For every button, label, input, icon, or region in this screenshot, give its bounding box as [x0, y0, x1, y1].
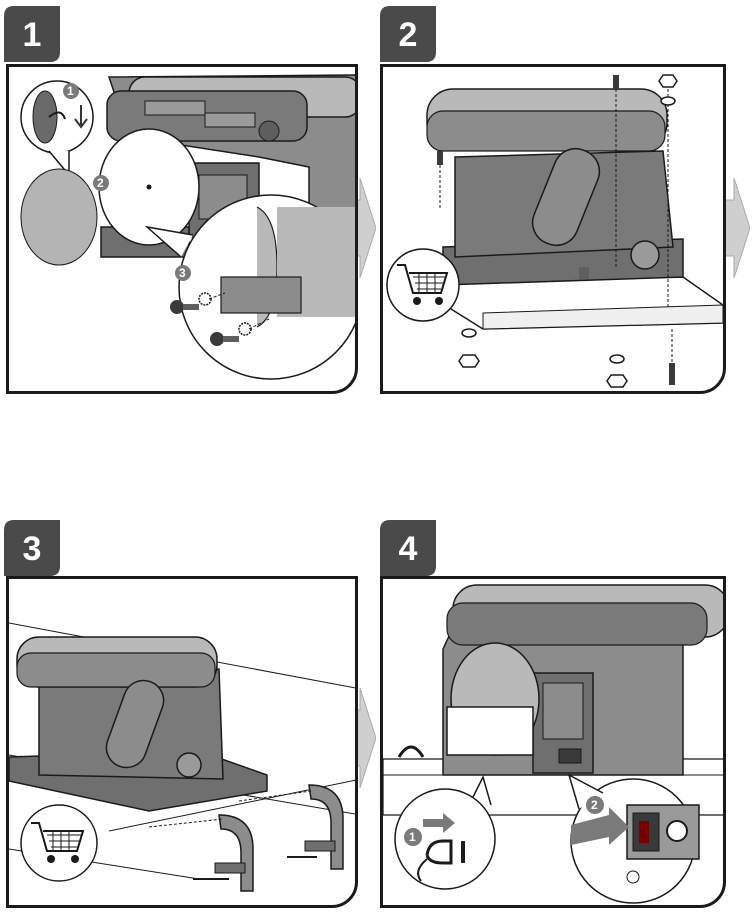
- washer-icon: [660, 96, 676, 106]
- screw-icon: [210, 332, 239, 346]
- nut-icon: [458, 354, 480, 368]
- callout-1-label: 1: [67, 84, 74, 98]
- step-badge-shape: [380, 6, 436, 62]
- step-number: 2: [398, 16, 418, 54]
- step-3-badge: 3: [4, 520, 60, 576]
- washer-icon: [238, 322, 252, 336]
- callout-1-label: 1: [409, 830, 416, 844]
- step-number: 4: [398, 530, 418, 568]
- nut-icon: [658, 74, 678, 307]
- screw-icon: [170, 300, 199, 314]
- step-1-badge: 1: [4, 6, 60, 62]
- callout-3-marker: [175, 265, 191, 281]
- step-4-illustration: 1 2: [383, 584, 723, 904]
- step-2-panel: [380, 64, 726, 394]
- nut-icon: [606, 374, 628, 388]
- step-2-badge: 2: [380, 6, 436, 62]
- cart-callout: [386, 248, 460, 322]
- step-4-badge: 4: [380, 520, 436, 576]
- callout-2-label: 2: [591, 798, 598, 812]
- washer-icon: [461, 328, 477, 338]
- step-badge-shape: [4, 6, 60, 62]
- belt-sander: [16, 636, 224, 780]
- step-3-panel: [6, 576, 358, 908]
- callout-2-marker: [586, 796, 604, 814]
- washer-icon: [198, 292, 212, 306]
- step-number: 3: [22, 530, 42, 568]
- shopping-cart-icon: [31, 822, 85, 863]
- bolt-icon: [437, 151, 443, 209]
- callout-2-marker: [93, 175, 109, 191]
- sandpaper-callout: [20, 80, 94, 178]
- bolt-icon: [669, 329, 675, 385]
- callout-1-marker: [63, 83, 79, 99]
- switch-icon: [558, 748, 582, 764]
- clamp-icon: [193, 814, 254, 892]
- abrasive-sheet: [20, 168, 98, 266]
- step-3-illustration: [9, 622, 355, 892]
- bolt-icon: [613, 75, 619, 267]
- cart-callout: [20, 804, 98, 882]
- step-4-panel: 1 2: [380, 576, 726, 908]
- step-number: 1: [22, 16, 42, 54]
- clamp-icon: [287, 784, 344, 870]
- washer-icon: [609, 354, 625, 364]
- step-badge-shape: [380, 520, 436, 576]
- guard-callout: [144, 194, 355, 380]
- step-2-illustration: [386, 74, 723, 388]
- shopping-cart-icon: [397, 264, 449, 305]
- callout-1-marker: [404, 828, 422, 846]
- belt-sander: [426, 88, 684, 286]
- callout-3-label: 3: [179, 266, 186, 280]
- step-badge-shape: [4, 520, 60, 576]
- plug-callout: [394, 774, 496, 890]
- plug-icon: [417, 813, 465, 882]
- callout-2-label: 2: [97, 176, 104, 190]
- step-1-illustration: 1 2: [20, 74, 355, 380]
- step-1-panel: 1 2: [6, 64, 358, 394]
